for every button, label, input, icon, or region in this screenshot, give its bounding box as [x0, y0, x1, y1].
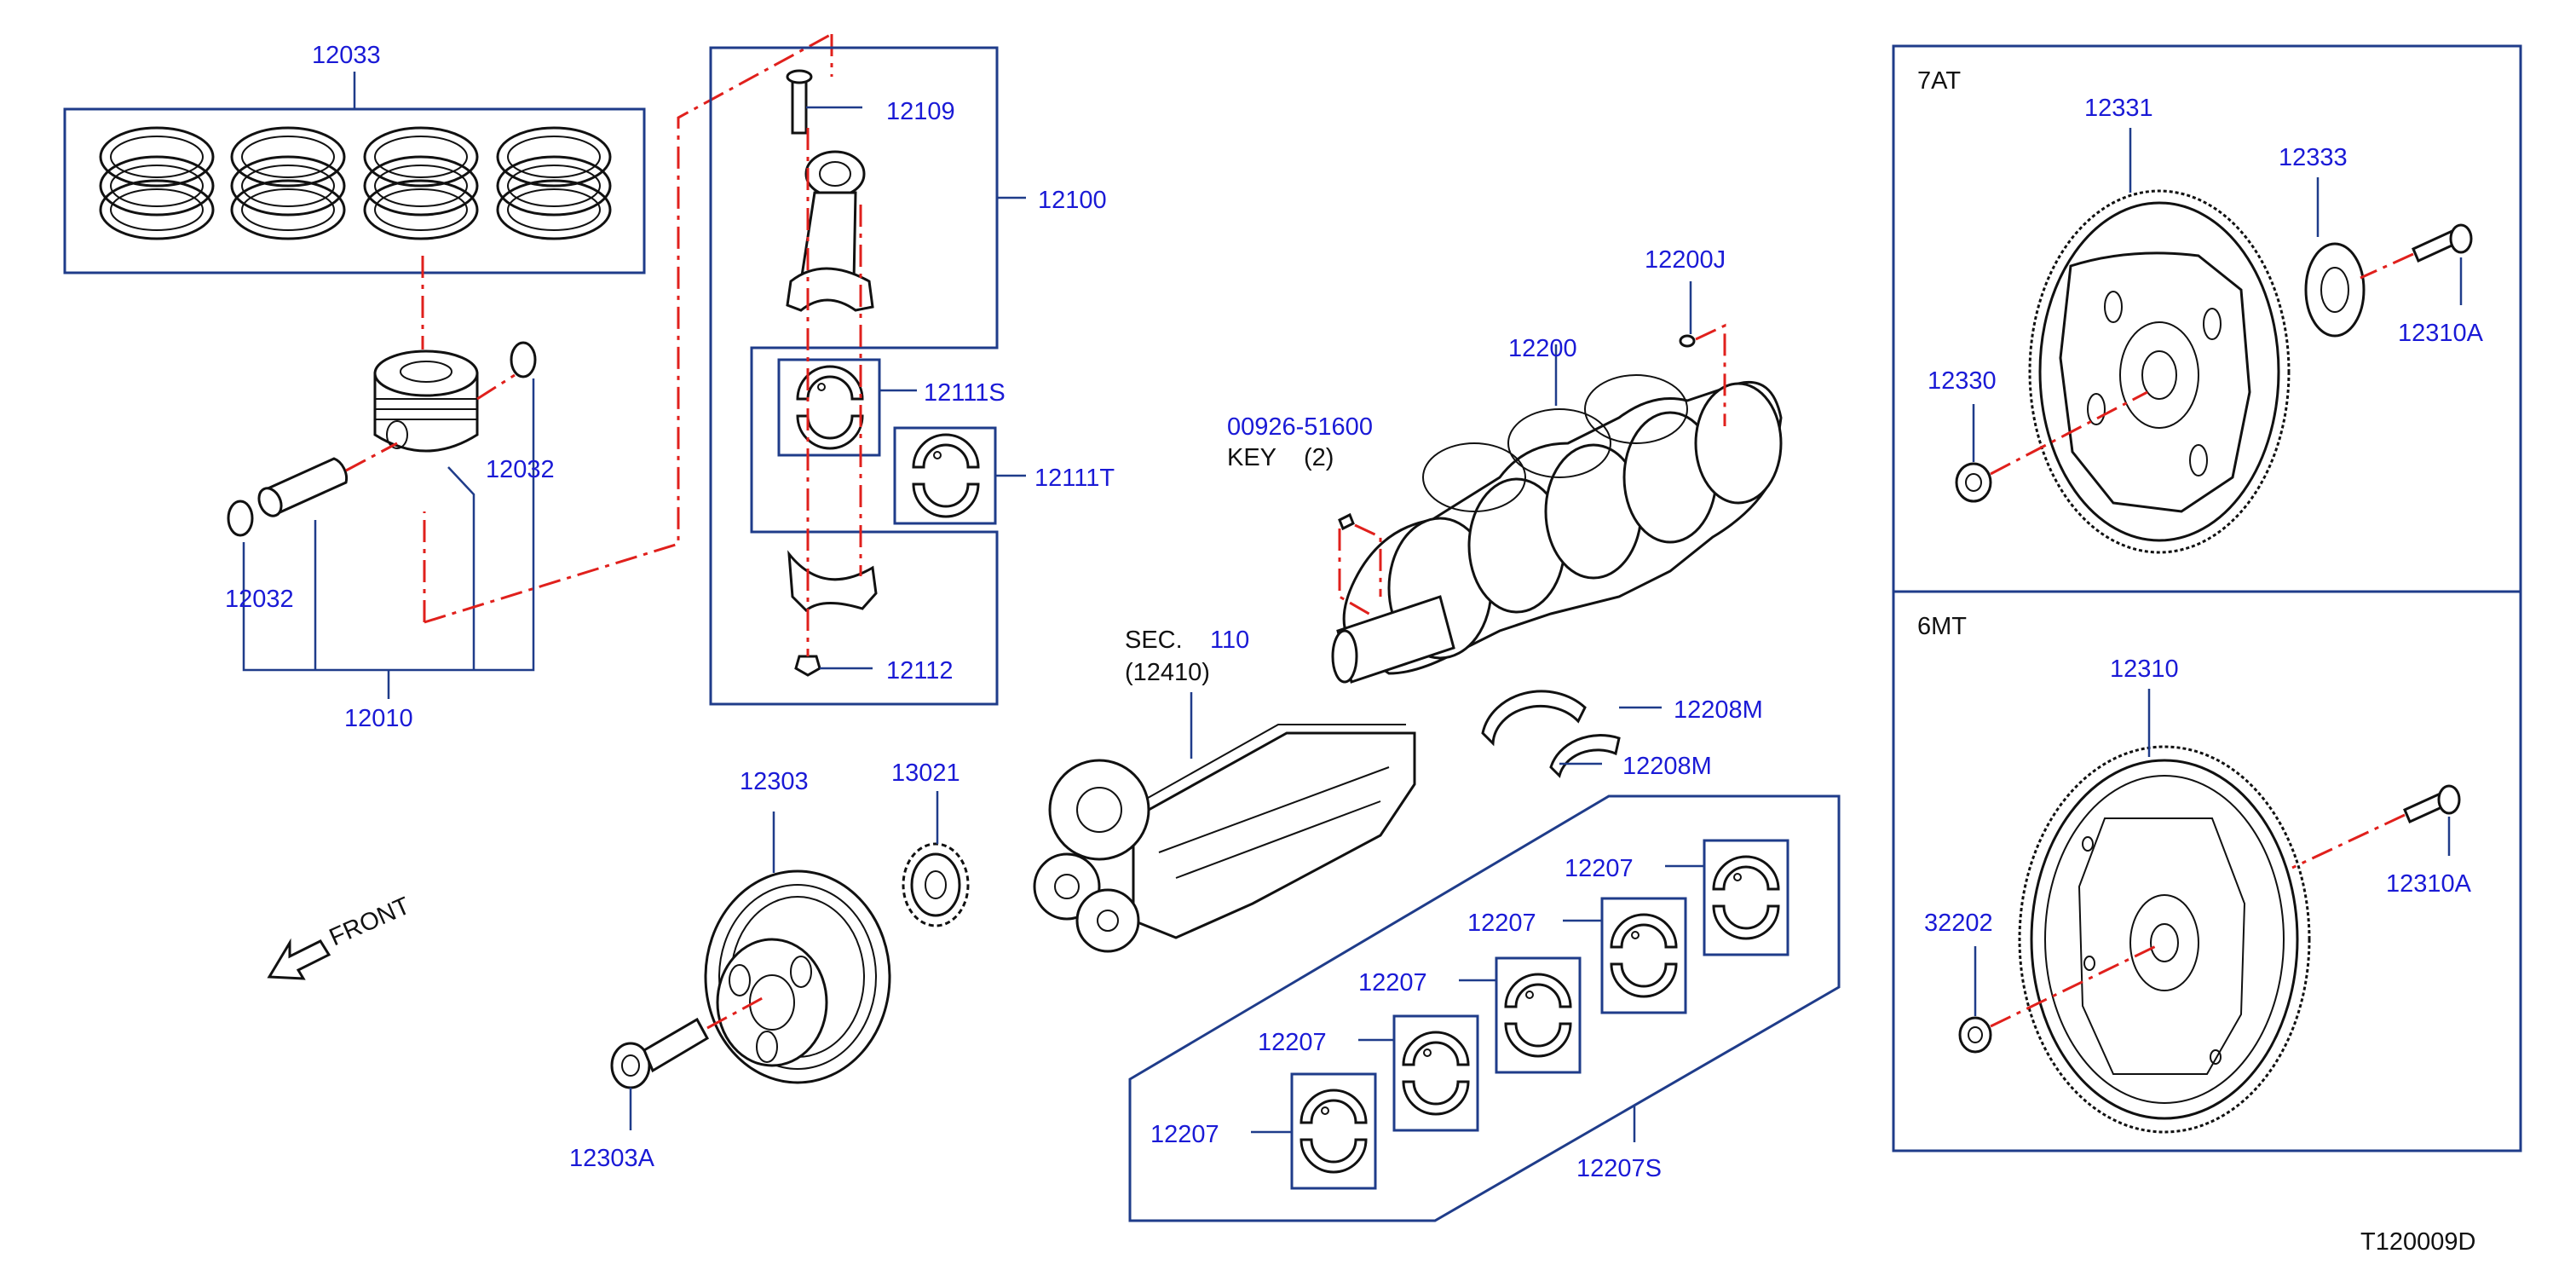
- main-bearing-set: 12207 12207 12207 12207 12207 12207S: [1128, 794, 1841, 1222]
- label-12330[interactable]: 12330: [1928, 367, 1997, 395]
- crankshaft-key: [1338, 512, 1355, 531]
- section-6mt: 6MT 12310 12310A 32202: [1892, 590, 2522, 1152]
- label-00926-51600[interactable]: 00926-51600: [1227, 413, 1373, 441]
- label-12333[interactable]: 12333: [2279, 144, 2348, 171]
- balancer-gear-large: [1048, 759, 1150, 861]
- label-12200J[interactable]: 12200J: [1645, 246, 1726, 274]
- rod-bearing-12111T: [912, 433, 980, 518]
- label-12111S[interactable]: 12111S: [924, 379, 1006, 407]
- piston-ring-stack-4: [496, 126, 612, 240]
- label-12303A[interactable]: 12303A: [569, 1145, 655, 1172]
- label-12208M-upper[interactable]: 12208M: [1674, 696, 1763, 724]
- label-12207S[interactable]: 12207S: [1576, 1155, 1662, 1182]
- rod-bolt: [791, 75, 808, 135]
- main-bearing-1: [1712, 855, 1780, 940]
- section-7at: 7AT 12331 12333 12310A 12330: [1892, 44, 2522, 593]
- key-text: KEY: [1227, 444, 1276, 471]
- thrust-washer-upper: [1481, 690, 1587, 747]
- rod-cap: [787, 550, 878, 613]
- piston-pin: [262, 457, 349, 516]
- label-12208M-lower[interactable]: 12208M: [1622, 753, 1712, 780]
- label-13021[interactable]: 13021: [891, 760, 960, 787]
- main-bearing-2: [1610, 913, 1678, 998]
- label-12032-right[interactable]: 12032: [486, 456, 555, 483]
- key-qty: (2): [1304, 444, 1334, 471]
- piston-ring-stack-2: [230, 126, 346, 240]
- section-7at-label: 7AT: [1917, 67, 1961, 95]
- label-12207-3[interactable]: 12207: [1358, 969, 1427, 996]
- piston-ring-stack-1: [99, 126, 215, 240]
- crankshaft: [1331, 374, 1783, 684]
- sec-prefix: SEC.: [1125, 627, 1183, 654]
- label-12112[interactable]: 12112: [886, 657, 954, 684]
- front-arrow: FRONT: [267, 892, 415, 980]
- reinforcement-plate: [2304, 242, 2366, 338]
- label-12207-4[interactable]: 12207: [1258, 1029, 1327, 1056]
- piston-assembly: 12032 12032 12010: [225, 256, 555, 732]
- sec-sub: (12410): [1125, 659, 1210, 686]
- drawing-code: T120009D: [2360, 1228, 2475, 1256]
- label-12310[interactable]: 12310: [2110, 656, 2179, 683]
- connecting-rod-group: 12109 12100 12111S 12111T 12112: [709, 46, 1115, 706]
- label-12111T[interactable]: 12111T: [1034, 465, 1115, 492]
- main-bearing-5: [1300, 1089, 1368, 1174]
- label-12207-2[interactable]: 12207: [1467, 910, 1536, 937]
- pulley-bolt: [610, 1017, 710, 1089]
- balancer-unit: [1033, 724, 1416, 953]
- drive-plate-spacer: [1955, 462, 1992, 503]
- thrust-washer-lower: [1549, 734, 1621, 778]
- label-12032-left[interactable]: 12032: [225, 586, 294, 613]
- label-12109[interactable]: 12109: [886, 98, 955, 125]
- rod-nut: [794, 655, 821, 677]
- label-12331[interactable]: 12331: [2084, 95, 2153, 122]
- label-12010[interactable]: 12010: [344, 705, 413, 732]
- label-32202[interactable]: 32202: [1924, 910, 1993, 937]
- label-12207-5[interactable]: 12207: [1150, 1121, 1219, 1148]
- pilot-bushing: [1679, 334, 1696, 348]
- pilot-converter: [1958, 1016, 1992, 1054]
- sec-number[interactable]: 110: [1210, 627, 1249, 654]
- piston-ring-stack-3: [363, 126, 479, 240]
- piston-ring-frame: [63, 107, 646, 274]
- label-12100[interactable]: 12100: [1038, 187, 1107, 214]
- crank-sprocket: [902, 842, 970, 927]
- label-12303[interactable]: 12303: [740, 768, 809, 795]
- flywheel: [2030, 759, 2299, 1120]
- snap-ring-left: [227, 500, 254, 537]
- label-12207-1[interactable]: 12207: [1565, 855, 1634, 882]
- label-12033[interactable]: 12033: [312, 42, 381, 69]
- main-bearing-3: [1504, 973, 1572, 1058]
- main-bearing-4: [1402, 1031, 1470, 1116]
- section-6mt-label: 6MT: [1917, 613, 1967, 640]
- crank-pulley: [704, 869, 891, 1084]
- snap-ring-right: [510, 341, 537, 378]
- label-12200[interactable]: 12200: [1508, 335, 1577, 362]
- drive-plate: [2059, 251, 2251, 513]
- frame-12111S: [777, 358, 881, 457]
- piston-ring-set: 12033: [63, 42, 646, 274]
- label-12310A-6mt[interactable]: 12310A: [2386, 870, 2472, 898]
- front-label: FRONT: [326, 892, 415, 951]
- label-12310A-7at[interactable]: 12310A: [2398, 320, 2484, 347]
